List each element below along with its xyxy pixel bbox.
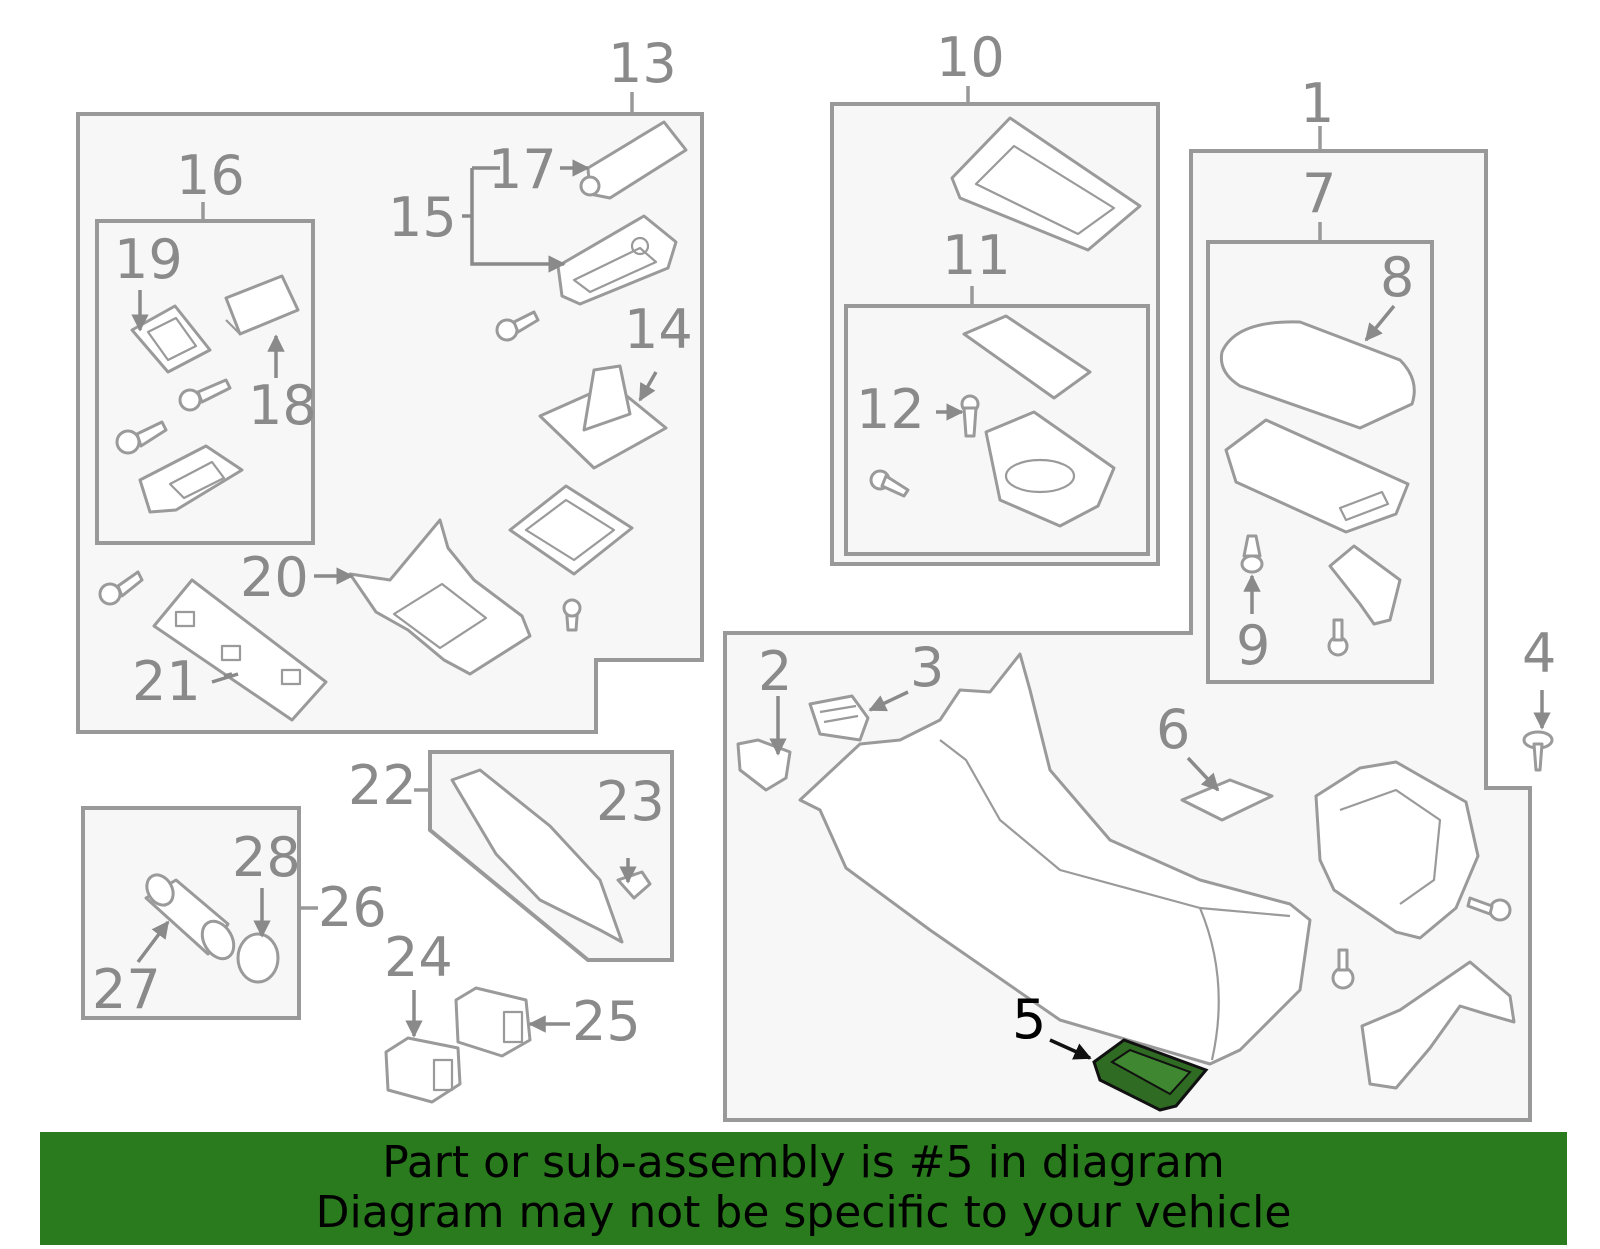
callout-20: 20 — [240, 546, 309, 609]
callout-27: 27 — [92, 958, 161, 1021]
part-3-clip — [808, 694, 870, 742]
part-screw-13 — [562, 598, 582, 632]
part-27-socket — [144, 873, 236, 961]
part-21-switch-panel — [152, 578, 328, 722]
callout-28: 28 — [232, 826, 301, 889]
part-hdmi-port — [138, 444, 244, 514]
part-17-trim — [579, 120, 688, 200]
callout-12: 12 — [856, 378, 925, 441]
part-screw-1a — [1466, 896, 1512, 922]
part-latch — [1328, 544, 1402, 626]
part-screw-16a — [178, 378, 232, 412]
part-screw-1b — [1331, 948, 1355, 990]
part-19-switch — [130, 304, 212, 374]
part-9-fastener — [1240, 534, 1264, 574]
part-screw-15 — [495, 310, 540, 342]
part-4-clip — [1522, 730, 1554, 772]
callout-18: 18 — [248, 374, 317, 437]
part-5-tray-highlighted — [1092, 1038, 1209, 1112]
part-screw-16b — [115, 420, 168, 455]
callout-8: 8 — [1380, 246, 1414, 309]
callout-13: 13 — [608, 32, 677, 95]
callout-7: 7 — [1302, 162, 1336, 225]
banner-line-2: Diagram may not be specific to your vehi… — [315, 1187, 1292, 1238]
callout-3: 3 — [910, 636, 944, 699]
part-lower-bracket — [1360, 960, 1516, 1090]
leader-lines — [131, 159, 1551, 1060]
callout-labels: 13 16 17 15 19 18 14 20 21 10 11 12 1 7 … — [92, 26, 1556, 1053]
callout-24: 24 — [384, 926, 453, 989]
callout-15: 15 — [388, 186, 457, 249]
part-10-trim-panel — [950, 116, 1142, 252]
callout-5: 5 — [1012, 988, 1046, 1051]
part-rear-bracket — [1314, 760, 1480, 940]
banner-line-1: Part or sub-assembly is #5 in diagram — [382, 1137, 1225, 1188]
part-20-console-bezel — [348, 518, 532, 676]
info-banner: Part or sub-assembly is #5 in diagram Di… — [40, 1132, 1567, 1245]
callout-1: 1 — [1300, 72, 1334, 135]
part-28-cap — [236, 932, 280, 984]
part-console-body — [798, 652, 1312, 1066]
callout-14: 14 — [624, 298, 693, 361]
part-screw-21 — [98, 570, 144, 606]
part-25-switch — [454, 986, 532, 1058]
part-14-boot — [538, 364, 668, 470]
callout-2: 2 — [758, 640, 792, 703]
callout-22: 22 — [348, 754, 417, 817]
part-22-side-panel — [450, 768, 624, 944]
part-11-lid — [962, 314, 1092, 400]
callout-4: 4 — [1522, 622, 1556, 685]
callout-23: 23 — [596, 770, 665, 833]
part-15-housing — [556, 214, 678, 306]
callout-25: 25 — [572, 990, 641, 1053]
callout-16: 16 — [176, 144, 245, 207]
callout-6: 6 — [1156, 698, 1190, 761]
callout-9: 9 — [1236, 614, 1270, 677]
part-8-armrest — [1219, 320, 1416, 430]
callout-10: 10 — [936, 26, 1005, 89]
callout-26: 26 — [318, 876, 387, 939]
part-18-bezel — [224, 274, 300, 336]
part-24-switch — [384, 1036, 462, 1104]
part-armrest-base — [1224, 418, 1410, 534]
part-cupholder — [984, 410, 1116, 528]
part-screw-7 — [1327, 618, 1349, 657]
callout-11: 11 — [942, 224, 1011, 287]
callout-17: 17 — [488, 138, 557, 201]
callout-19: 19 — [114, 228, 183, 291]
part-screw-11 — [869, 469, 910, 498]
callout-21: 21 — [132, 650, 201, 713]
part-bezel-13 — [508, 484, 634, 576]
part-12-clip — [960, 394, 980, 438]
